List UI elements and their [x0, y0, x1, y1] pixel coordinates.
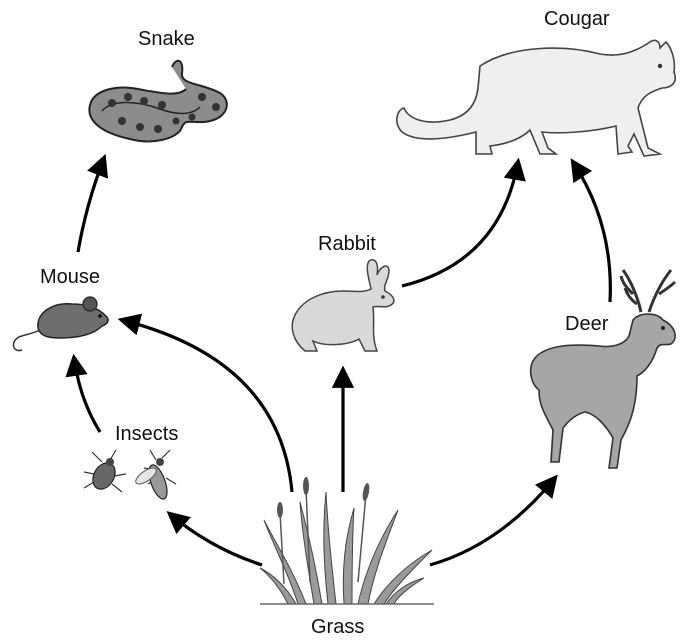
arrow-grass-to-insects — [170, 514, 262, 565]
insects-label: Insects — [115, 423, 178, 446]
rabbit-illustration — [285, 255, 405, 357]
arrow-mouse-to-snake — [78, 158, 104, 252]
mouse-label: Mouse — [40, 266, 100, 289]
grass-label: Grass — [311, 616, 364, 639]
insects-illustration — [80, 448, 182, 506]
arrow-grass-to-deer — [430, 478, 555, 565]
arrow-rabbit-to-cougar — [402, 162, 518, 286]
cougar-label: Cougar — [544, 8, 610, 31]
mouse-illustration — [10, 290, 115, 358]
grass-illustration — [258, 472, 438, 608]
rabbit-label: Rabbit — [318, 233, 376, 256]
deer-illustration — [525, 264, 680, 474]
snake-illustration — [82, 55, 237, 147]
deer-label: Deer — [565, 313, 608, 336]
cougar-illustration — [392, 36, 680, 161]
arrow-insects-to-mouse — [74, 358, 100, 432]
snake-label: Snake — [138, 28, 195, 51]
